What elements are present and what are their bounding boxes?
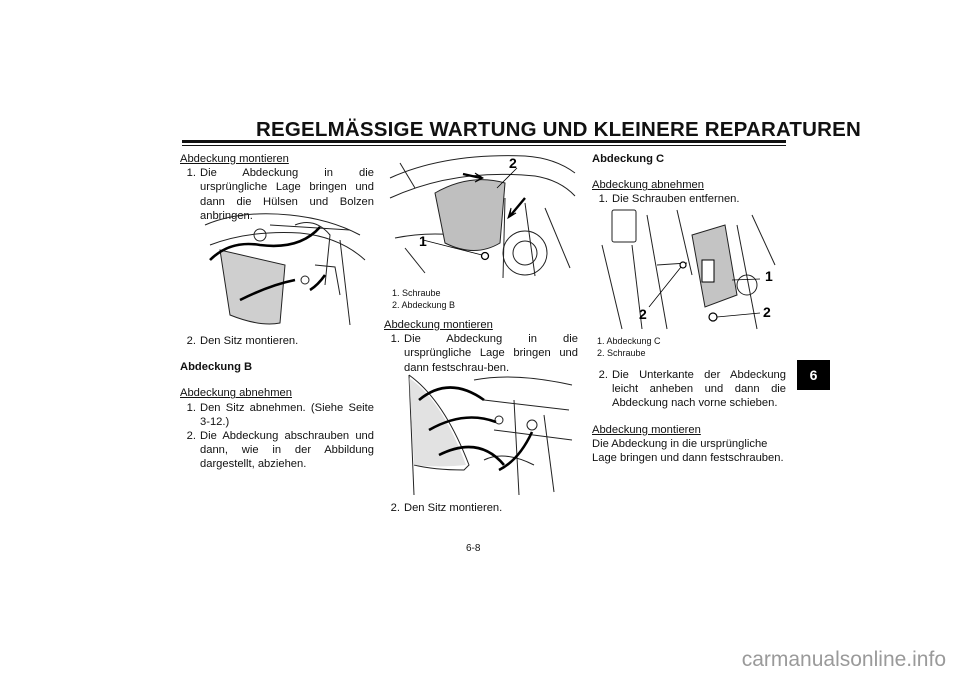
chapter-tab: 6 [797,360,830,390]
column-2-lower: 2. Den Sitz montieren. [384,501,578,515]
step-number: 1. [186,401,196,414]
step-text: Den Sitz montieren. [404,502,503,514]
step-number: 1. [186,167,196,180]
callout-2-right: 2 [763,304,771,320]
step-text: Die Abdeckung in die ursprüngliche Lage … [200,167,374,222]
caption: 1. Schraube [392,288,441,298]
section-heading-b: Abdeckung B [180,361,253,374]
caption: 2. Schraube [597,348,646,358]
step-text: Die Abdeckung in die ursprüngliche Lage … [404,333,578,374]
caption: 1. Abdeckung C [597,336,661,346]
subheading-install: Abdeckung montieren [180,153,289,165]
step-text: Den Sitz abnehmen. (Siehe Seite 3-12.) [200,401,374,428]
step-r1: 1. Den Sitz abnehmen. (Siehe Seite 3-12.… [180,401,374,429]
caption: 2. Abdeckung B [392,300,456,310]
callout-1: 1 [765,268,773,284]
step-text: Die Unterkante der Abdeckung leicht anhe… [612,369,786,410]
header-rule [182,140,786,143]
column-2: Abdeckung montieren 1. Die Abdeckung in … [384,318,578,375]
step-number: 2. [186,430,196,443]
step-2: 2. Den Sitz montieren. [384,501,578,515]
page-number: 6-8 [466,543,481,554]
step-text: Die Schrauben entfernen. [612,193,740,206]
step-2: 2. Den Sitz montieren. [180,334,374,348]
step-1: 1. Die Abdeckung in die ursprüngliche La… [180,166,374,223]
callout-1: 1 [419,233,427,249]
footer-watermark: carmanualsonline.info [741,648,946,671]
column-1: Abdeckung montieren 1. Die Abdeckung in … [180,152,374,223]
subheading-remove: Abdeckung abnehmen [592,179,704,192]
figure-captions-c: 1. Abdeckung C 2. Schraube [597,335,661,359]
step-text: Die Abdeckung abschrauben und dann, wie … [200,430,374,471]
illustration-cover-b-install [404,370,576,498]
figure-captions-b: 1. Schraube 2. Abdeckung B [392,287,455,311]
step-1: 1. Die Schrauben entfernen. [592,192,786,206]
illustration-cover-a-install [200,205,370,331]
step-number: 2. [390,502,400,514]
illustration-cover-b-remove: 1 2 [385,155,577,280]
step-number: 2. [598,369,608,381]
step-text: Den Sitz montieren. [200,335,299,347]
step-number: 1. [598,193,608,206]
column-3: Abdeckung C Abdeckung abnehmen 1. Die Sc… [592,152,786,207]
step-number: 2. [186,335,196,347]
subheading-install: Abdeckung montieren [384,319,493,331]
callout-2-left: 2 [639,306,647,322]
step-2: 2. Die Unterkante der Abdeckung leicht a… [592,368,786,411]
step-r2: 2. Die Abdeckung abschrauben und dann, w… [180,429,374,472]
section-heading-c: Abdeckung C [592,153,665,165]
header-rule-thin [182,145,786,146]
illustration-cover-c: 1 2 2 [597,205,781,331]
subheading-install: Abdeckung montieren [592,423,701,436]
install-text: Die Abdeckung in die ursprüngliche Lage … [592,437,784,465]
subheading-remove: Abdeckung abnehmen [180,387,292,400]
callout-2: 2 [509,155,517,171]
step-number: 1. [390,333,400,346]
column-1-lower: 2. Den Sitz montieren. Abdeckung B Abdec… [180,334,374,472]
step-1: 1. Die Abdeckung in die ursprüngliche La… [384,332,578,375]
page-title: REGELMÄSSIGE WARTUNG UND KLEINERE REPARA… [256,118,862,141]
column-3-lower: 2. Die Unterkante der Abdeckung leicht a… [592,368,786,465]
